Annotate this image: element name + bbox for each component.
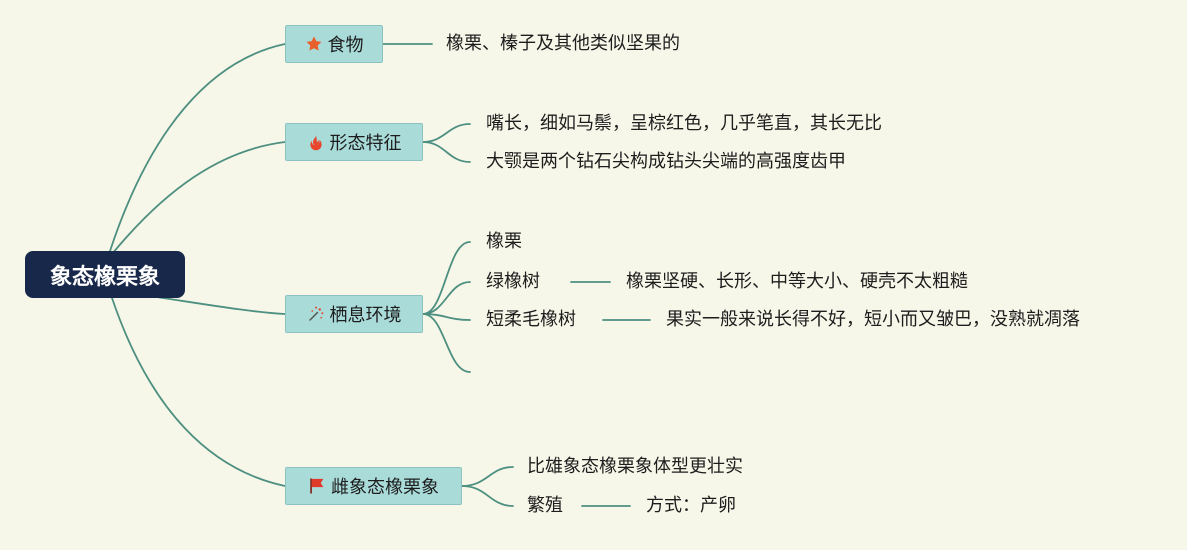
branch-female[interactable]: 雌象态橡栗象	[285, 467, 462, 505]
leaf-habitat-downy-oak[interactable]: 短柔毛橡树	[486, 309, 576, 330]
branch-food-label: 食物	[327, 35, 364, 56]
leaf-female-breeding[interactable]: 繁殖	[527, 495, 563, 516]
connector-female-leaf-2	[461, 485, 514, 507]
connector-female-leaf-1	[461, 466, 514, 487]
leaf-habitat-acorn[interactable]: 橡栗	[486, 231, 522, 252]
connector-root-female	[111, 297, 286, 487]
connector-morph-leaf-1	[422, 123, 471, 143]
leaf-morph-beak[interactable]: 嘴长，细如马鬃，呈棕红色，几乎笔直，其长无比	[486, 113, 882, 134]
star-icon	[305, 35, 323, 53]
leaf-female-body[interactable]: 比雄象态橡栗象体型更壮实	[527, 456, 743, 477]
connector-root-habitat	[149, 295, 286, 315]
connector-morph-leaf-2	[422, 141, 471, 163]
magic-wand-icon	[307, 305, 325, 323]
leaf-morph-jaw[interactable]: 大颚是两个钻石尖构成钻头尖端的高强度齿甲	[486, 151, 846, 172]
fire-icon	[307, 133, 325, 151]
connector-habitat-leaf-1	[422, 241, 471, 315]
connector-root-morphology	[111, 141, 286, 255]
root-node[interactable]: 象态橡栗象	[25, 251, 185, 298]
connector-habitat-leaf-4	[422, 313, 471, 373]
flag-icon	[308, 477, 326, 495]
root-label: 象态橡栗象	[49, 264, 160, 290]
branch-morphology-label: 形态特征	[329, 133, 402, 154]
leaf-habitat-green-oak[interactable]: 绿橡树	[486, 271, 540, 292]
leaf-food-nuts[interactable]: 橡栗、榛子及其他类似坚果的	[446, 33, 680, 54]
connector-habitat-leaf-2	[422, 281, 471, 315]
leaf-green-oak-detail[interactable]: 橡栗坚硬、长形、中等大小、硬壳不太粗糙	[626, 271, 968, 292]
leaf-downy-oak-detail[interactable]: 果实一般来说长得不好，短小而又皱巴，没熟就凋落	[666, 309, 1080, 330]
branch-morphology[interactable]: 形态特征	[285, 123, 423, 161]
connector-root-food	[109, 43, 286, 252]
leaf-breeding-detail[interactable]: 方式：产卵	[646, 495, 736, 516]
branch-female-label: 雌象态橡栗象	[331, 477, 439, 498]
branch-habitat-label: 栖息环境	[329, 305, 402, 326]
branch-habitat[interactable]: 栖息环境	[285, 295, 423, 333]
branch-food[interactable]: 食物	[285, 25, 383, 63]
